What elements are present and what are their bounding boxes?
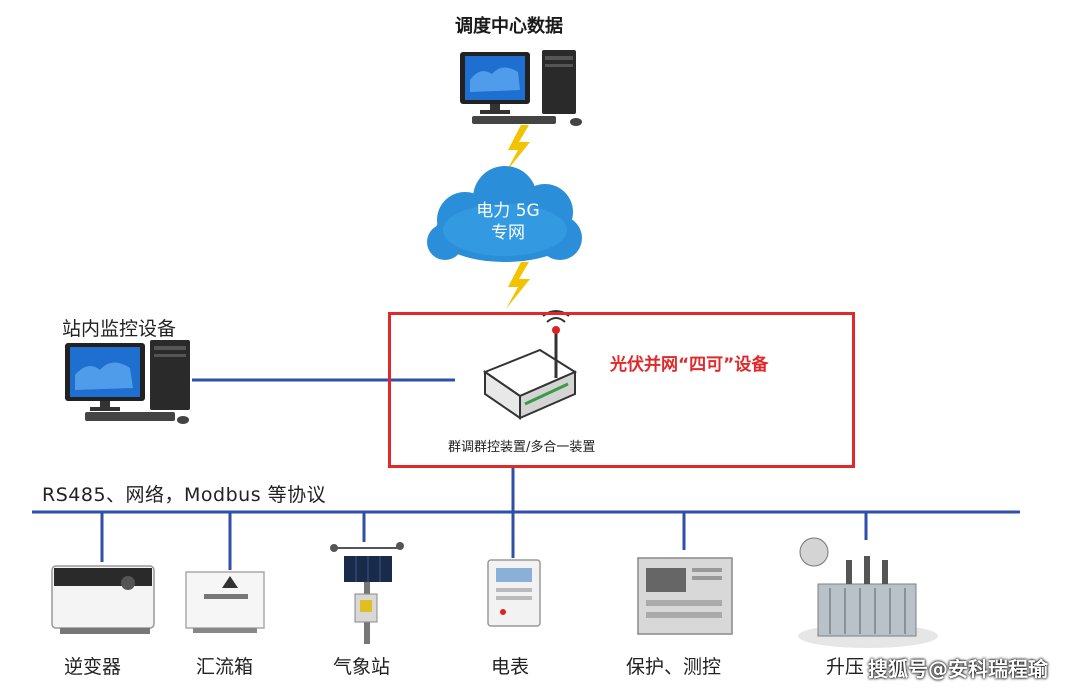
device-label-meter: 电表 (491, 656, 530, 678)
cloud-icon (427, 166, 582, 262)
protocol-label: RS485、网络，Modbus 等协议 (42, 484, 327, 506)
device-label: 群调群控装置/多合一装置 (448, 440, 596, 455)
bolt-top-icon (506, 125, 530, 172)
device-label-combiner: 汇流箱 (196, 656, 254, 678)
station-monitor-label: 站内监控设备 (62, 318, 177, 340)
device-label-protection: 保护、测控 (626, 656, 722, 678)
transformer-icon (798, 537, 938, 648)
meter-icon (487, 559, 541, 627)
combiner-box-icon (185, 571, 265, 633)
cloud-text: 电力 5G 专网 (462, 200, 554, 244)
station-computer-icon (65, 340, 190, 424)
watermark: 搜狐号@安科瑞程瑜 (868, 657, 1048, 681)
grid-device-heading: 光伏并网“四可”设备 (610, 355, 769, 375)
cloud-line1: 电力 5G (476, 201, 540, 221)
inverter-icon (51, 565, 155, 634)
cloud-line2: 专网 (491, 223, 525, 243)
dispatch-computer-icon (460, 50, 582, 126)
device-label-inverter: 逆变器 (64, 656, 122, 678)
device-label-transformer: 升压 (826, 656, 865, 678)
grid-device-box (388, 312, 855, 468)
protection-unit-icon (637, 557, 733, 635)
router-icon (482, 310, 578, 420)
weather-station-icon (330, 542, 404, 644)
dispatch-label: 调度中心数据 (455, 16, 563, 37)
device-label-weather: 气象站 (333, 656, 391, 678)
bolt-bottom-icon (506, 262, 530, 309)
